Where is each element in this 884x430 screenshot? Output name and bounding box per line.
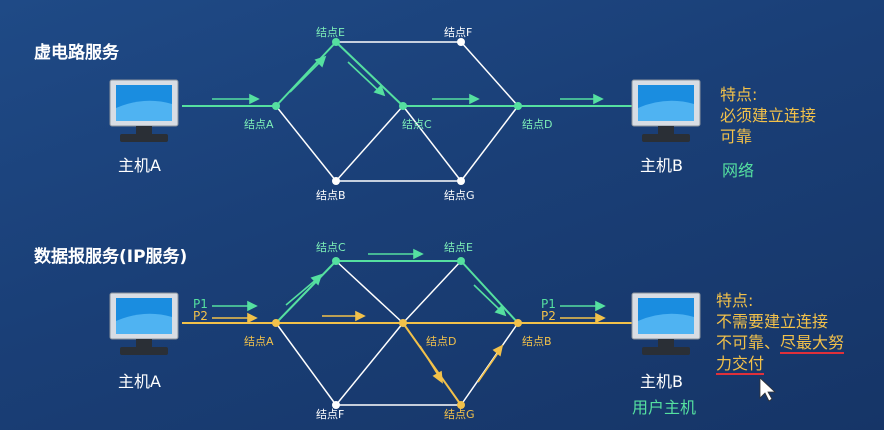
vc-node-f — [457, 38, 465, 46]
section-title-virtual-circuit: 虚电路服务 — [34, 43, 119, 63]
computer-icon — [631, 292, 701, 355]
node-label-b: 结点B — [316, 189, 346, 202]
host-a-label: 主机A — [118, 372, 161, 391]
packet-label-p2: P2 — [541, 309, 556, 323]
vc-network-label: 网络 — [722, 161, 755, 180]
host-b-label: 主机B — [640, 372, 683, 391]
vc-node-g — [457, 177, 465, 185]
vc-node-e — [332, 38, 340, 46]
node-label-c: 结点C — [402, 118, 432, 131]
note-line: 不可靠、尽最大努 — [716, 333, 845, 354]
node-label-g: 结点G — [444, 189, 475, 202]
node-label-e: 结点E — [316, 26, 345, 39]
vc-node-d — [514, 102, 522, 110]
computer-icon — [109, 292, 179, 355]
vc-nodes — [272, 38, 522, 185]
node-label-e: 结点E — [444, 241, 473, 254]
node-label-d: 结点D — [426, 335, 457, 348]
packet-label-p1: P1 — [541, 297, 556, 311]
note-line: 不需要建立连接 — [716, 312, 829, 331]
vc-node-c — [399, 102, 407, 110]
vc-path — [182, 41, 632, 107]
note-title: 特点: — [720, 85, 758, 104]
dg-arrows-yellow — [212, 310, 606, 384]
host-b-label: 主机B — [640, 156, 683, 175]
computer-icon — [109, 79, 179, 142]
vc-node-b — [332, 177, 340, 185]
vc-arrows — [212, 55, 604, 105]
host-b-caption: 用户主机 — [632, 398, 697, 417]
packet-label-p2: P2 — [193, 309, 208, 323]
dg-node-b — [514, 319, 522, 327]
node-label-f: 结点F — [316, 408, 345, 421]
node-label-a: 结点A — [244, 118, 274, 131]
vc-node-a — [272, 102, 280, 110]
vc-links — [275, 41, 519, 182]
dg-node-f — [332, 401, 340, 409]
note-line: 可靠 — [720, 127, 753, 146]
node-label-b: 结点B — [522, 335, 552, 348]
dg-node-e — [457, 257, 465, 265]
dg-nodes — [272, 257, 522, 409]
packet-label-p1: P1 — [193, 297, 208, 311]
dg-node-c — [332, 257, 340, 265]
dg-node-g — [457, 401, 465, 409]
node-label-c: 结点C — [316, 241, 346, 254]
section-title-datagram: 数据报服务(IP服务) — [34, 247, 188, 267]
vc-features-note: 特点: 必须建立连接 可靠 — [720, 84, 816, 147]
computer-icon — [631, 79, 701, 142]
note-line: 必须建立连接 — [720, 106, 817, 125]
datagram-features-note: 特点: 不需要建立连接 不可靠、尽最大努 力交付 — [716, 290, 845, 375]
note-title: 特点: — [716, 291, 754, 310]
note-line: 力交付 — [716, 354, 765, 375]
dg-path-p1 — [275, 260, 519, 324]
dg-node-a — [272, 319, 280, 327]
dg-arrows-green — [212, 248, 606, 317]
node-label-a: 结点A — [244, 335, 274, 348]
node-label-d: 结点D — [522, 118, 553, 131]
node-label-g: 结点G — [444, 408, 475, 421]
host-a-label: 主机A — [118, 156, 161, 175]
dg-node-d — [399, 319, 407, 327]
cursor-icon — [759, 377, 777, 402]
node-label-f: 结点F — [444, 26, 473, 39]
